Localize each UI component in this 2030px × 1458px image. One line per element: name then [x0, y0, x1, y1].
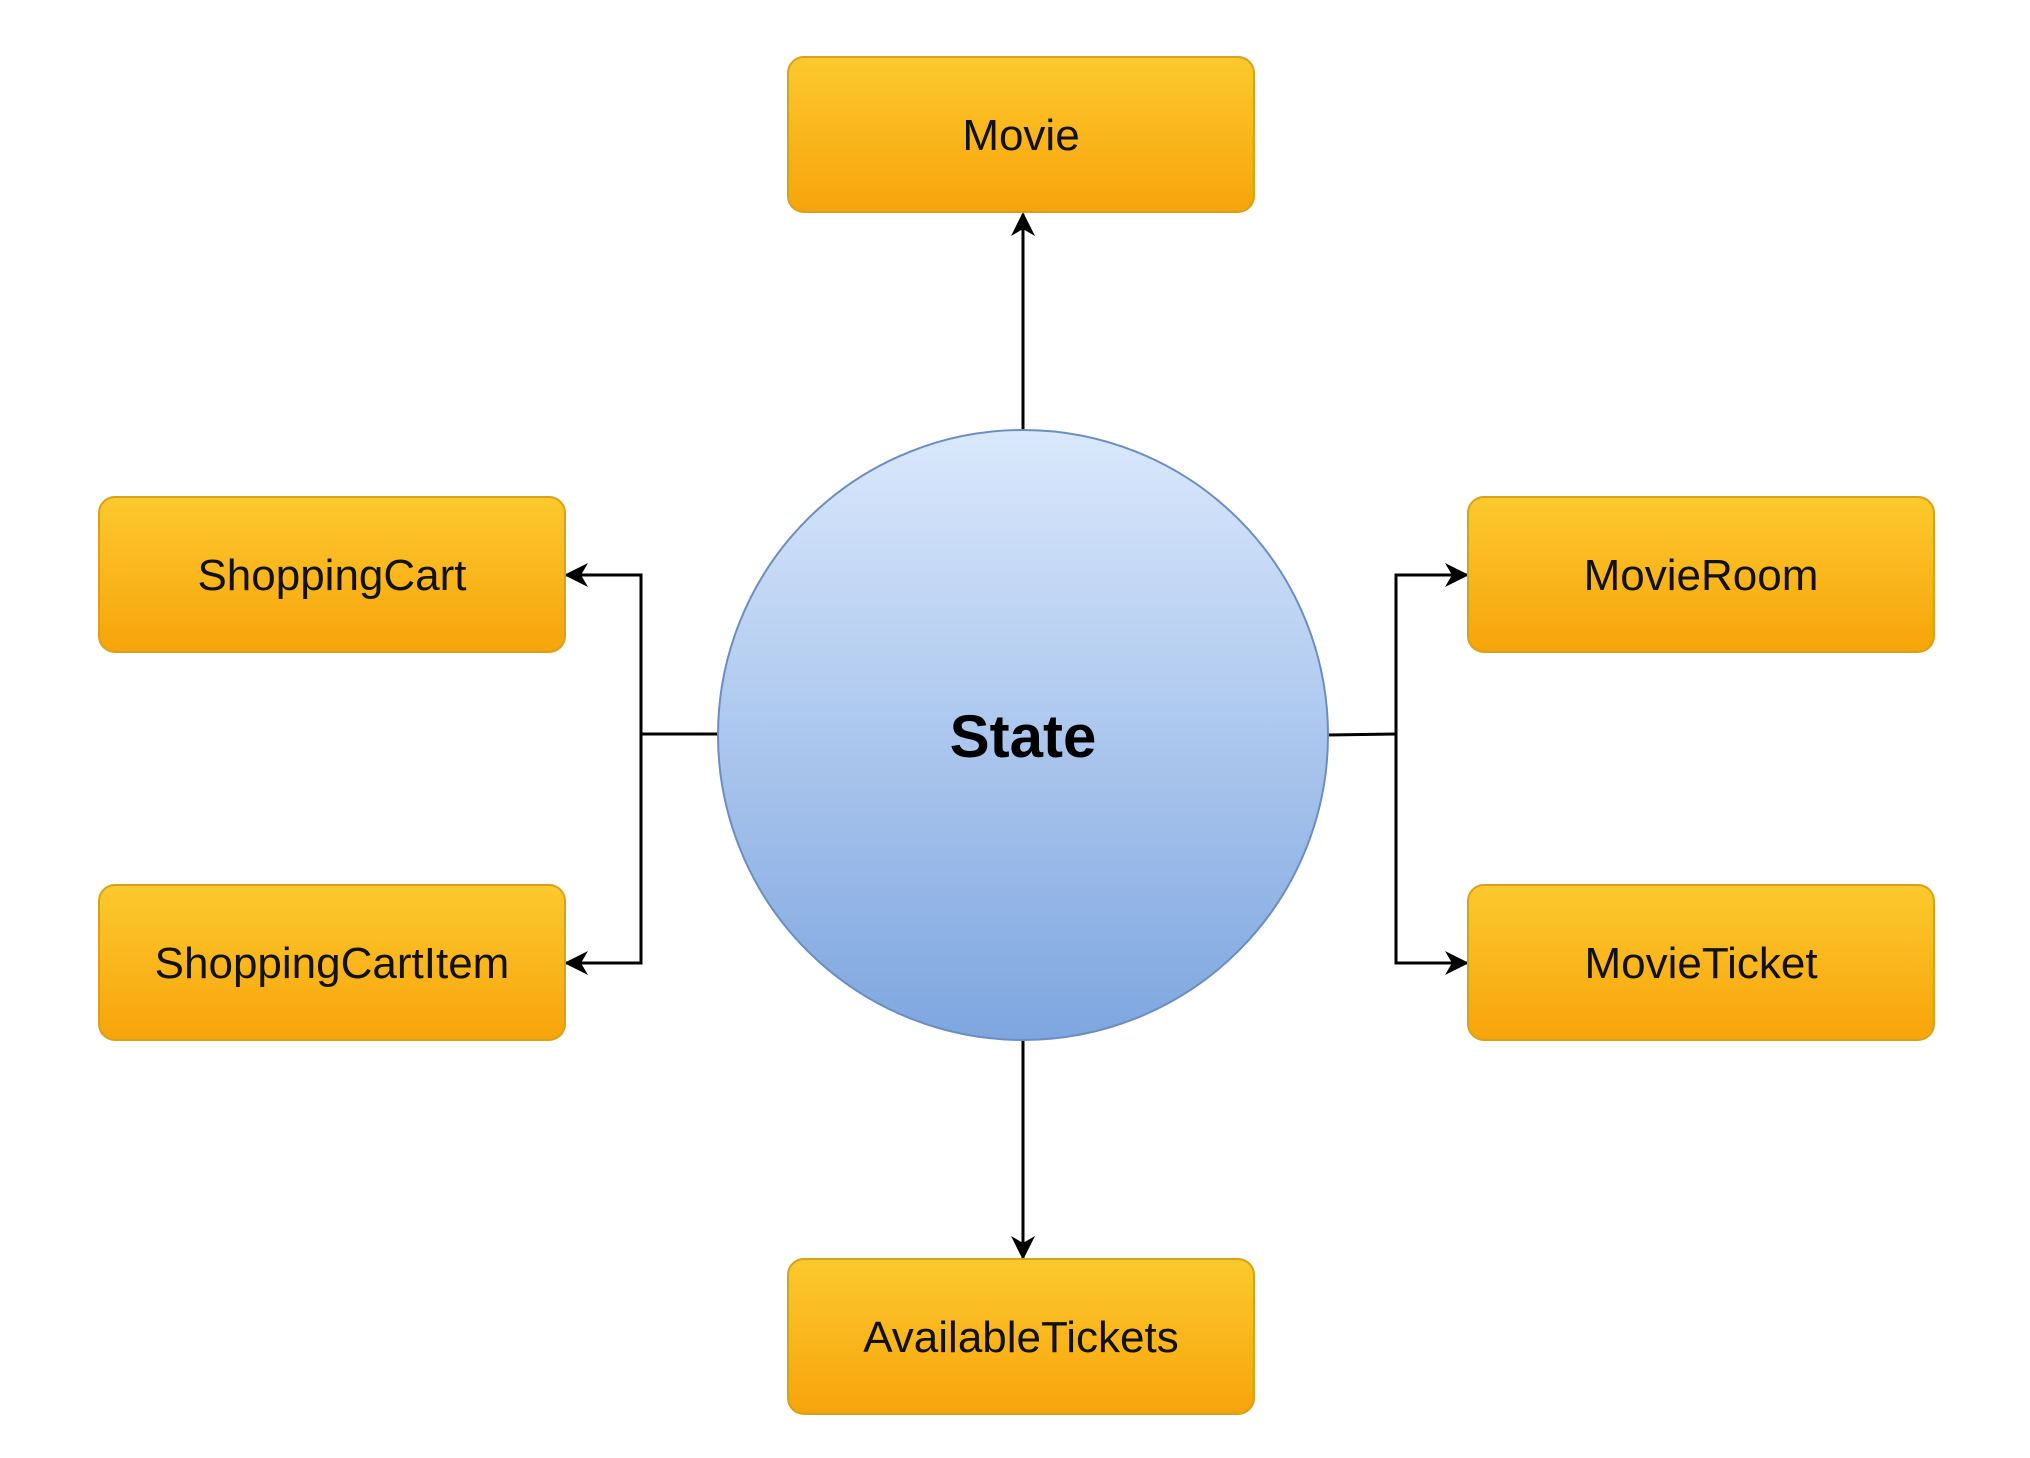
movie-node: Movie	[787, 56, 1255, 213]
movie-room-node: MovieRoom	[1467, 496, 1935, 653]
edge-trunk-to-movie-room	[1394, 563, 1469, 734]
shopping-cart-item-label: ShoppingCartItem	[155, 939, 510, 988]
available-tickets-label: AvailableTickets	[863, 1313, 1178, 1362]
movie-ticket-node: MovieTicket	[1467, 884, 1935, 1041]
edge-trunk-to-movie-ticket	[1394, 734, 1469, 975]
shopping-cart-item-node: ShoppingCartItem	[98, 884, 566, 1041]
movie-label: Movie	[962, 111, 1079, 160]
edge-trunk-to-shopping-cart-item	[564, 734, 643, 975]
edge-state-to-right-trunk	[1327, 732, 1397, 737]
state-label: State	[950, 703, 1097, 770]
shopping-cart-label: ShoppingCart	[197, 551, 466, 600]
shopping-cart-node: ShoppingCart	[98, 496, 566, 653]
available-tickets-node: AvailableTickets	[787, 1258, 1255, 1415]
movie-ticket-label: MovieTicket	[1584, 939, 1817, 988]
movie-room-label: MovieRoom	[1584, 551, 1819, 600]
state-node: State	[717, 429, 1329, 1041]
edge-trunk-to-shopping-cart	[564, 563, 643, 734]
